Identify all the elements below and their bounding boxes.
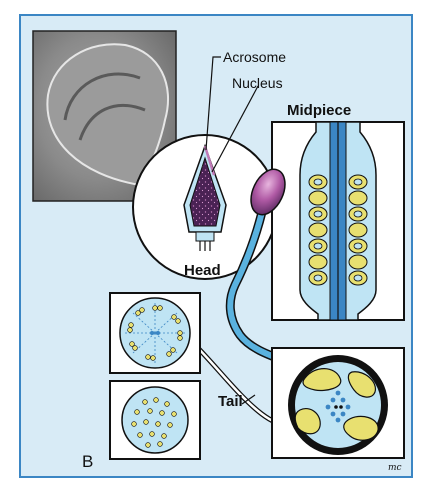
electron-micrograph: [32, 30, 177, 203]
leader-lines: [205, 56, 259, 405]
tail-section-end: [109, 380, 201, 460]
panel-letter: B: [82, 452, 93, 471]
label-acrosome: Acrosome: [223, 49, 286, 65]
label-head: Head: [184, 262, 221, 279]
tail-section-principal: [109, 292, 201, 374]
label-midpiece: Midpiece: [287, 102, 351, 119]
midpiece-section: [271, 121, 405, 321]
label-tail: Tail: [218, 393, 243, 410]
label-nucleus: Nucleus: [232, 75, 283, 91]
head-section: [132, 134, 278, 280]
artist-signature: mc: [388, 463, 402, 473]
midpiece-cross-section: [271, 347, 405, 459]
